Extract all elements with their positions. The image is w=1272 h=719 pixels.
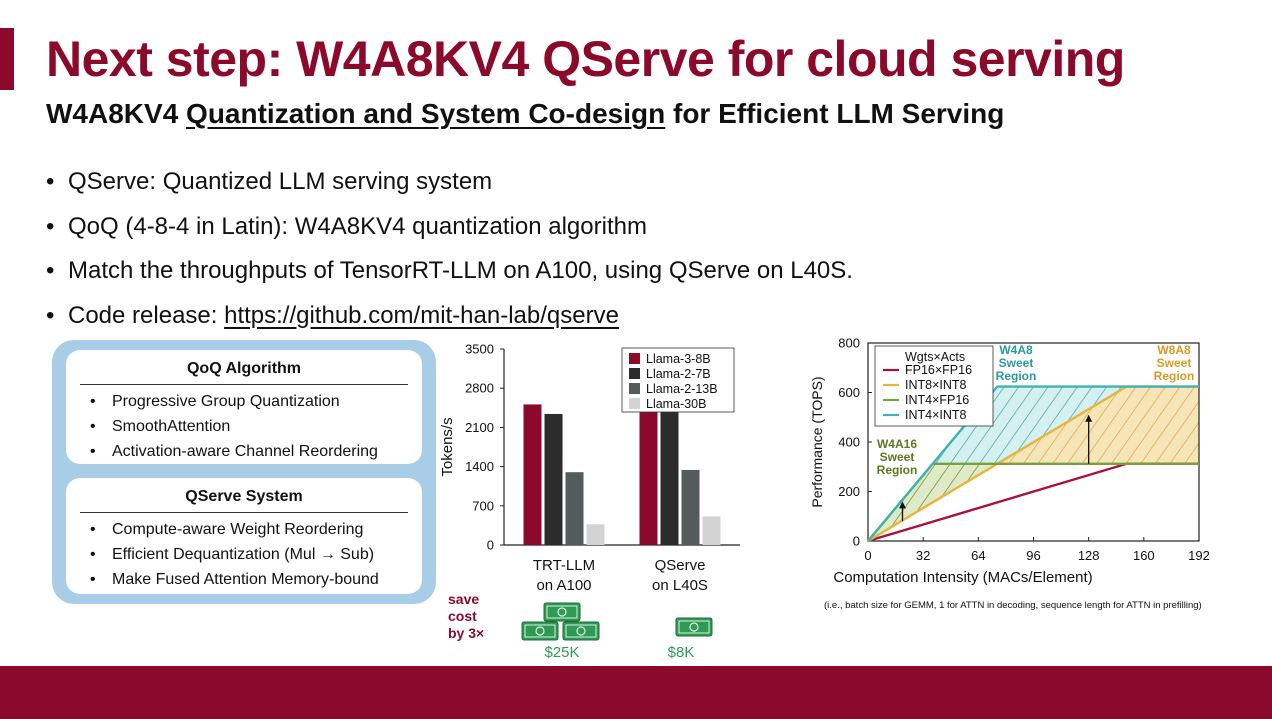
legend-entry: Llama-30B [646, 397, 706, 411]
roof-x-tick-label: 32 [916, 548, 930, 563]
l40s-price: $8K [668, 644, 695, 661]
qoq-item: •SmoothAttention [90, 418, 231, 435]
bar-mark [702, 516, 721, 545]
bar-y-tick-label: 0 [487, 538, 494, 553]
bar-mark [565, 472, 584, 545]
bar-category-label: TRT-LLM [533, 557, 595, 574]
slide-title: Next step: W4A8KV4 QServe for cloud serv… [46, 31, 1125, 87]
legend-entry: Llama-3-8B [646, 352, 711, 366]
bar-mark [523, 404, 542, 545]
roof-x-tick-label: 96 [1026, 548, 1040, 563]
roof-legend-entry: INT8×INT8 [905, 378, 967, 392]
legend-swatch [629, 368, 640, 379]
roof-x-tick-label: 192 [1188, 548, 1210, 563]
banknote-icon [521, 621, 559, 641]
sweet-region-label: Region [877, 463, 918, 477]
bullet-item: •QoQ (4-8-4 in Latin): W4A8KV4 quantizat… [46, 212, 647, 240]
sweet-region-label: Region [996, 369, 1037, 383]
bullet-list: •QServe: Quantized LLM serving system •Q… [46, 160, 853, 338]
qoq-item: •Activation-aware Channel Reordering [90, 443, 378, 460]
save-cost-text: by 3× [448, 625, 484, 641]
system-card-title: QServe System [185, 488, 303, 505]
roof-x-tick-label: 128 [1078, 548, 1100, 563]
save-cost-text: save [448, 591, 479, 607]
roof-legend-title: Wgts×Acts [905, 350, 965, 364]
sweet-region-label: Sweet [880, 450, 915, 464]
roof-arrowhead [1085, 414, 1093, 422]
roof-legend-entry: INT4×FP16 [905, 393, 969, 407]
roof-y-tick-label: 0 [853, 534, 860, 549]
bar-category-label: QServe [655, 557, 706, 574]
banknote-icon [543, 602, 581, 622]
system-item: •Make Fused Attention Memory-bound [90, 571, 379, 588]
roof-legend-entry: INT4×INT8 [905, 408, 967, 422]
qoq-card-title: QoQ Algorithm [186, 360, 302, 377]
legend-entry: Llama-2-7B [646, 367, 711, 381]
roof-y-axis-label: Performance (TOPS) [809, 376, 825, 507]
bar-mark [544, 413, 563, 545]
sweet-region-label: Sweet [999, 356, 1034, 370]
roof-series-line [867, 385, 1199, 542]
bar-y-tick-label: 3500 [465, 342, 494, 357]
bar-y-tick-label: 700 [472, 498, 494, 513]
system-item: •Efficient Dequantization (Mul → Sub) [90, 546, 375, 563]
roof-y-tick-label: 400 [838, 435, 860, 450]
roof-y-tick-label: 600 [838, 385, 860, 400]
slide-subtitle: W4A8KV4 Quantization and System Co-desig… [46, 98, 1004, 130]
banknote-icon [562, 621, 600, 641]
sweet-region-label: W4A8 [999, 343, 1033, 357]
legend-swatch [629, 353, 640, 364]
roof-x-tick-label: 0 [864, 548, 871, 563]
roof-x-axis-label: Computation Intensity (MACs/Element) [833, 569, 1092, 586]
roof-y-tick-label: 200 [838, 484, 860, 499]
subtitle-suffix: for Efficient LLM Serving [665, 98, 1005, 129]
subtitle-prefix: W4A8KV4 [46, 98, 187, 129]
a100-price: $25K [544, 644, 579, 661]
bar-y-tick-label: 2800 [465, 381, 494, 396]
qoq-item: •Progressive Group Quantization [90, 393, 340, 410]
qoq-algorithm-card: QoQ Algorithm •Progressive Group Quantiz… [66, 350, 422, 464]
legend-swatch [629, 383, 640, 394]
legend-swatch [629, 398, 640, 409]
roofline-footnote: (i.e., batch size for GEMM, 1 for ATTN i… [824, 600, 1202, 611]
w8a8-sweet-region [997, 386, 1199, 464]
bar-mark [681, 469, 700, 545]
save-cost-text: cost [448, 608, 477, 624]
sweet-region-label: W8A8 [1157, 343, 1191, 357]
bar-y-tick-label: 2100 [465, 420, 494, 435]
sweet-region-label: Sweet [1157, 356, 1192, 370]
codesign-panel: QoQ Algorithm •Progressive Group Quantiz… [52, 340, 436, 604]
sweet-region-label: W4A16 [877, 437, 917, 451]
qserve-system-card: QServe System •Compute-aware Weight Reor… [66, 478, 422, 594]
bullet-item-code-release: •Code release: https://github.com/mit-ha… [46, 301, 619, 329]
bar-y-axis-label: Tokens/s [439, 417, 456, 476]
roof-arrowhead [898, 501, 906, 509]
bar-legend [621, 347, 735, 413]
title-accent-bar [0, 28, 14, 90]
roof-x-tick-label: 160 [1133, 548, 1155, 563]
roof-y-tick-label: 800 [838, 336, 860, 351]
bar-mark [660, 371, 679, 545]
legend-entry: Llama-2-13B [646, 382, 718, 396]
roof-x-tick-label: 64 [971, 548, 985, 563]
roofline-chart: 0 32 64 96 128 160 192 0 200 400 600 800Computation… [809, 336, 1210, 587]
bar-category-label: on A100 [536, 577, 591, 594]
bullet-item: •QServe: Quantized LLM serving system [46, 168, 493, 195]
banknote-icon [675, 617, 713, 637]
sweet-region-label: Region [1154, 369, 1195, 383]
roof-legend-entry: FP16×FP16 [905, 363, 972, 377]
bar-y-tick-label: 1400 [465, 459, 494, 474]
footer-bar [0, 666, 1272, 719]
bar-mark [586, 524, 605, 545]
bullet-item: •Match the throughputs of TensorRT-LLM o… [46, 257, 853, 284]
subtitle-underlined: Quantization and System Co-design [186, 98, 666, 129]
system-item: •Compute-aware Weight Reordering [90, 521, 364, 538]
code-release-link[interactable]: https://github.com/mit-han-lab/qserve [224, 301, 619, 329]
bar-category-label: on L40S [652, 577, 708, 594]
